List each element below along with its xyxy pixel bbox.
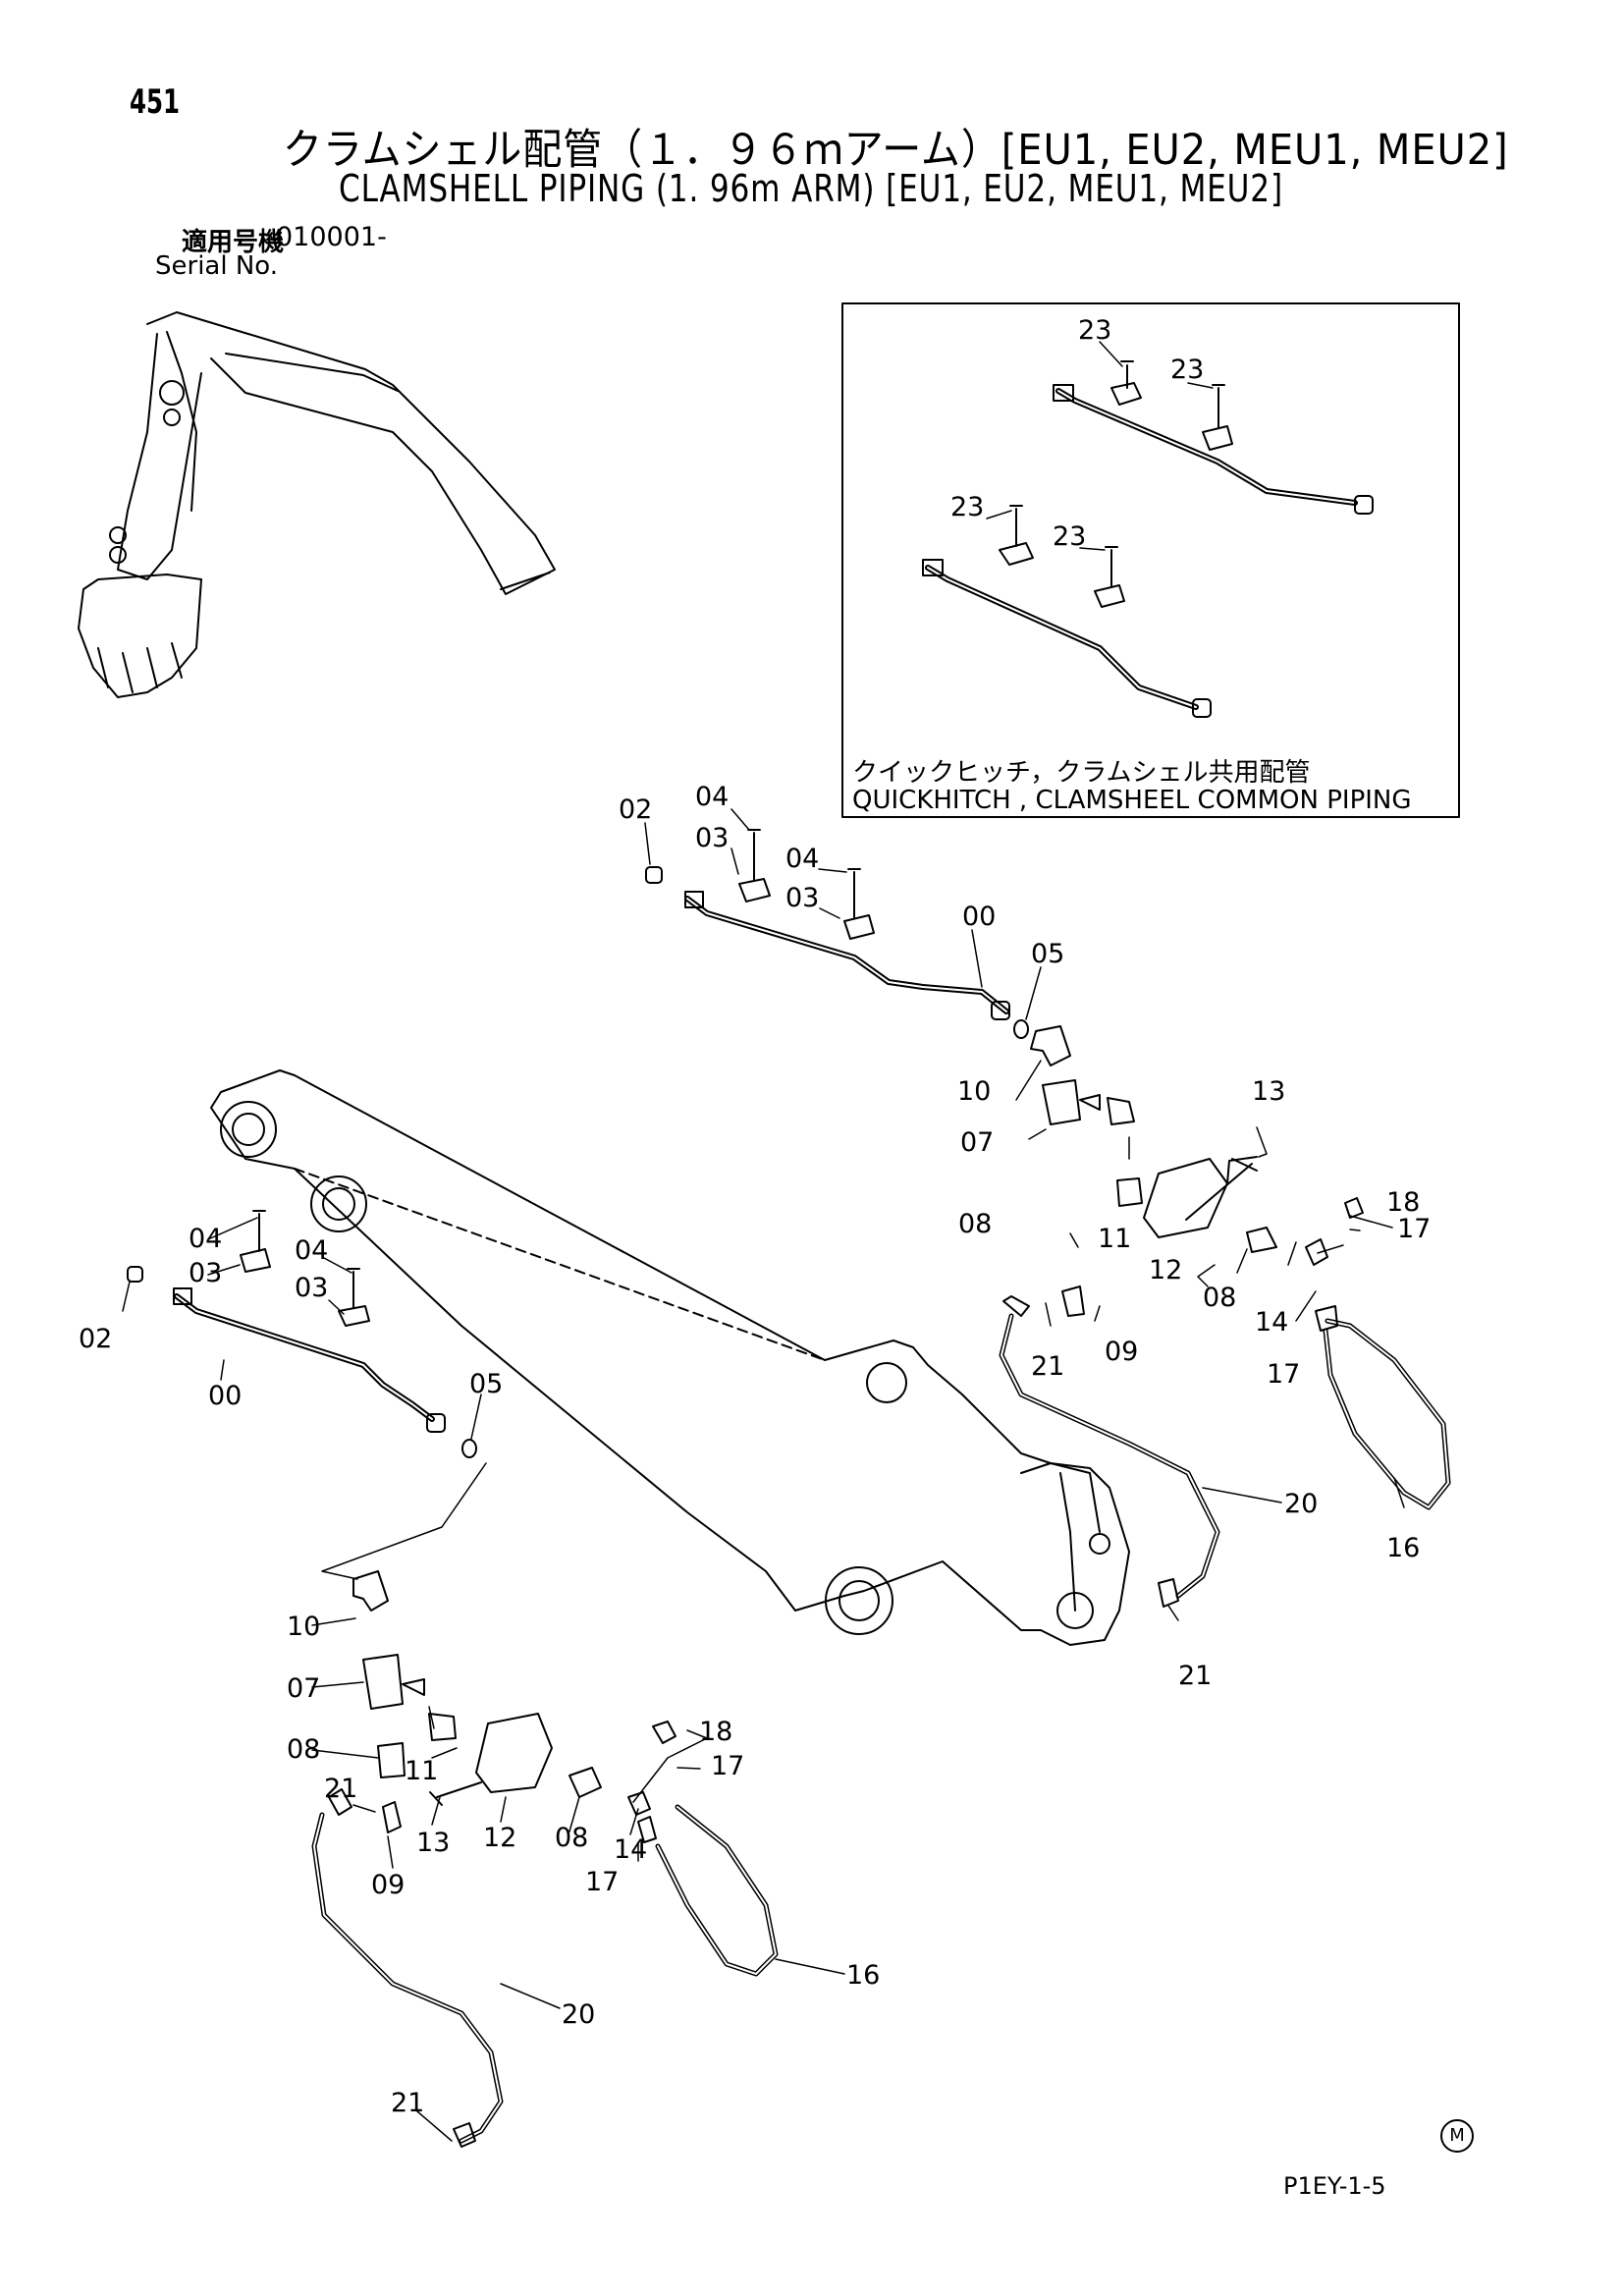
callout-right-21: 20 [1284,1489,1318,1519]
callout-left-12: 18 [699,1717,732,1747]
serial-label-japanese: 適用号機 [182,228,285,257]
callout-right-20: 17 [1267,1359,1300,1390]
callout-right-10: 07 [960,1127,994,1158]
callout-right-16: 08 [1203,1283,1236,1313]
callout-left-23: 21 [391,2088,424,2118]
callout-inset-3: 23 [950,492,984,522]
callout-left-2: 03 [189,1258,222,1288]
inset-caption-english: QUICKHITCH , CLAMSHEEL COMMON PIPING [852,786,1412,815]
callout-left-8: 10 [287,1612,320,1642]
right-piping-assembly [645,829,1451,1608]
boom-arm [210,1069,1130,1646]
callout-right-22: 16 [1386,1533,1420,1563]
callout-right-14: 08 [958,1209,992,1239]
callout-right-19: 09 [1105,1337,1138,1367]
inset-frame [841,302,1460,818]
callout-left-15: 13 [416,1828,450,1858]
callout-right-13: 17 [1397,1214,1431,1244]
callout-right-18: 21 [1031,1351,1064,1382]
callout-left-3: 04 [295,1235,328,1266]
serial-number: 010001- [276,222,387,252]
title-japanese: クラムシェル配管（１．９６ｍアーム）[EU1, EU2, MEU1, MEU2] [283,126,1509,175]
callout-left-11: 11 [405,1756,438,1786]
callout-inset-1: 23 [1078,315,1111,346]
callout-right-4: 04 [785,844,819,874]
callout-right-6: 00 [962,902,996,932]
callout-right-11: 11 [1098,1224,1131,1254]
callout-left-19: 09 [371,1870,405,1900]
page-number: 451 [130,82,181,122]
callout-right-8: 10 [957,1076,991,1107]
callout-right-17: 14 [1255,1307,1288,1338]
callout-left-20: 17 [585,1867,619,1897]
inset-caption-japanese: クイックヒッチ，クラムシェル共用配管 [852,758,1311,788]
callout-left-6: 00 [208,1381,242,1411]
callout-left-14: 21 [324,1774,357,1804]
leader-lines [122,341,1405,2142]
callout-left-22: 20 [562,1999,595,2030]
callout-right-1: 02 [619,794,652,825]
callout-right-23: 21 [1178,1661,1212,1691]
callout-left-4: 03 [295,1273,328,1303]
callout-left-1: 04 [189,1224,222,1254]
callout-left-5: 02 [79,1324,112,1354]
callout-left-9: 07 [287,1673,320,1704]
callout-right-15: 12 [1149,1255,1182,1285]
callout-right-9: 13 [1252,1076,1285,1107]
callout-inset-2: 23 [1170,355,1204,385]
drawing-number: P1EY-1-5 [1283,2172,1386,2200]
circle-m-mark: M [1440,2119,1474,2153]
left-piping-assembly [127,1210,779,2148]
callout-left-16: 12 [483,1823,516,1853]
inset-pipe-upper [1053,360,1374,515]
inset-pipe-lower [922,505,1212,718]
callout-right-3: 03 [695,823,729,853]
callout-left-7: 05 [469,1369,503,1399]
title-english: CLAMSHELL PIPING (1. 96m ARM) [EU1, EU2,… [339,167,1283,210]
callout-left-10: 08 [287,1734,320,1765]
callout-right-2: 04 [695,782,729,812]
excavator-key-sketch [78,311,556,698]
serial-label-english: Serial No. [155,251,278,281]
callout-inset-4: 23 [1053,521,1086,552]
callout-left-17: 08 [555,1823,588,1853]
callout-left-18: 14 [614,1834,647,1865]
callout-left-21: 16 [846,1960,880,1991]
callout-right-5: 03 [785,883,819,913]
callout-left-13: 17 [711,1751,744,1781]
callout-right-12: 18 [1386,1187,1420,1218]
callout-right-7: 05 [1031,939,1064,969]
